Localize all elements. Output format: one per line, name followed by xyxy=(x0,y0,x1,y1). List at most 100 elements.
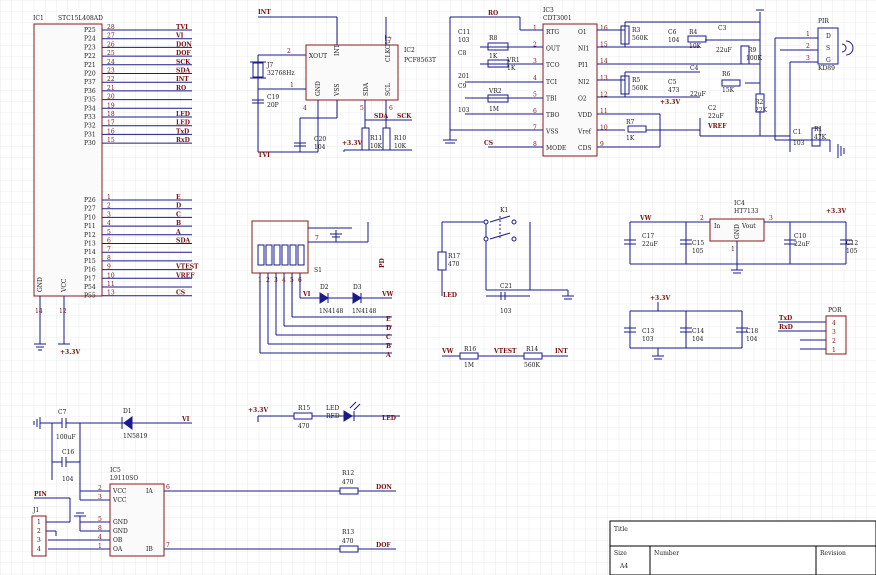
ic1-pin-number: 15 xyxy=(107,137,115,144)
ic4-part: HT7133 xyxy=(734,208,759,215)
ic2-part: PCF8563T xyxy=(404,57,436,64)
ic1-pin-number: 28 xyxy=(107,24,115,31)
title-block xyxy=(609,520,876,575)
r15-ref: R15 xyxy=(298,405,310,412)
vdiv-net-vw: VW xyxy=(441,348,454,355)
s1-net-e: E xyxy=(386,316,391,323)
c16-ref: C16 xyxy=(62,449,74,456)
led-color: RED xyxy=(326,413,340,420)
ic2-net-tvi: TVI xyxy=(258,152,270,159)
ic2-pin-scl: SCL xyxy=(385,83,392,96)
ic4-pin-gnd: GND xyxy=(734,224,741,239)
r13-value: 470 xyxy=(342,538,354,545)
ic1-pin-name: P25 xyxy=(84,27,96,34)
led-circuit-wires xyxy=(257,401,400,422)
pir-part: KD89 xyxy=(818,65,835,72)
ic1-pin-name: P35 xyxy=(84,97,96,104)
ic3-pin-number: 1 xyxy=(533,25,537,32)
ic5-pin-name: VCC xyxy=(112,488,127,495)
ic1-pin-name: P22 xyxy=(84,53,96,60)
r12-value: 470 xyxy=(342,479,354,486)
c16-value: 104 xyxy=(62,476,74,483)
ic5-pin-number: 4 xyxy=(98,534,102,541)
ic1-pin-name: P23 xyxy=(84,44,96,51)
ic2-pin-gnd: GND xyxy=(315,81,322,96)
s1-pin-number: 5 xyxy=(290,277,294,284)
r2-ref: R2 xyxy=(755,99,764,106)
ic2-wires xyxy=(250,16,412,153)
ic3-pin-number: 2 xyxy=(533,42,537,49)
c1-value: 103 xyxy=(793,140,805,147)
ic2-pin-clkout: CLKOUT xyxy=(385,35,392,62)
vr2-ref: VR2 xyxy=(488,88,502,95)
ic1-pin-net: RxD xyxy=(176,137,190,144)
ic1-pin-number: 2 xyxy=(107,203,111,210)
c10-value: 22uF xyxy=(794,241,810,248)
ic5-pin-number: 1 xyxy=(98,543,102,550)
ic1-pin-number: 18 xyxy=(107,111,115,118)
r3-ref: R3 xyxy=(632,27,641,34)
j7-ref: J7 xyxy=(266,62,273,69)
ic1-pin-number: 1 xyxy=(107,194,111,201)
ic3-pin-name: O2 xyxy=(578,95,587,102)
por-wires xyxy=(778,315,847,355)
r14-value: 560K xyxy=(524,362,540,369)
c15-ref: C15 xyxy=(692,240,704,247)
r1-value: 47K xyxy=(814,134,827,141)
ic3-pin-name: VSS xyxy=(545,129,558,136)
ic1-pin-net: VI xyxy=(175,33,184,40)
j1-pin-4: 4 xyxy=(37,546,41,553)
c8-ref: C8 xyxy=(458,50,467,57)
ic3-pin-number: 15 xyxy=(600,42,608,49)
ic1-pin-number: 22 xyxy=(107,76,115,83)
c4-ref: C4 xyxy=(690,65,699,72)
c11-value: 103 xyxy=(458,37,470,44)
ic1-pin-number: 9 xyxy=(107,264,111,271)
c14-value: 104 xyxy=(692,336,704,343)
ic1-pin-net: LED xyxy=(176,120,190,127)
ic3-part: CDT3001 xyxy=(543,15,572,22)
ic5-wires xyxy=(48,483,396,557)
k1-net-led: LED xyxy=(443,292,457,299)
c11-ref: C11 xyxy=(458,29,470,36)
c13-value: 103 xyxy=(642,336,654,343)
ic5-ref: IC5 xyxy=(110,467,121,474)
ic4-net-vw: VW xyxy=(639,215,652,222)
r16-ref: R16 xyxy=(464,346,476,353)
d1-value: 1N5819 xyxy=(123,433,148,440)
ic1-pin-name: P13 xyxy=(84,241,96,248)
s1-net-pd: PD xyxy=(379,258,386,268)
s1-wires xyxy=(251,220,392,354)
ic3-pin-name: Vref xyxy=(577,129,592,136)
ic1-pin-net: C xyxy=(176,211,181,218)
ic1-pin-net: RO xyxy=(176,85,186,92)
r7-value: 1K xyxy=(626,135,635,142)
ic5-pin-ia: IA xyxy=(146,488,153,495)
ic1-pin-net: DOF xyxy=(176,50,191,57)
ic2-net-int: INT xyxy=(258,9,271,16)
ic1-part: STC15L408AD xyxy=(58,15,103,22)
ic1-pin-number: 19 xyxy=(107,102,115,109)
ic3-pin-name: O1 xyxy=(578,29,587,36)
ic3-pin-number: 11 xyxy=(600,108,608,115)
ic3-pin-name: TBO xyxy=(546,112,560,119)
ic1-pin-number: 21 xyxy=(107,85,115,92)
ic1-gnd-label: GND xyxy=(37,277,44,292)
s1-pin-number: 4 xyxy=(282,277,286,284)
ic3-pin-number: 6 xyxy=(533,108,537,115)
s1-pin-number: 3 xyxy=(274,277,278,284)
r8-value: 1K xyxy=(489,53,498,60)
ic3-pin-number: 7 xyxy=(533,125,537,132)
ic2-num-1: 1 xyxy=(290,82,294,89)
number-label: Number xyxy=(654,550,679,557)
ic1-pin-name: P54 xyxy=(84,284,96,291)
ic1-pin-number: 7 xyxy=(107,246,111,253)
ic2-net-sck: SCK xyxy=(397,113,412,120)
c3-value: 22uF xyxy=(716,47,732,54)
c6-value: 104 xyxy=(668,37,680,44)
ic1-pin-number: 24 xyxy=(107,59,115,66)
ic1-pin-number: 8 xyxy=(107,255,111,262)
ic3-pin-name: TCI xyxy=(546,79,558,86)
